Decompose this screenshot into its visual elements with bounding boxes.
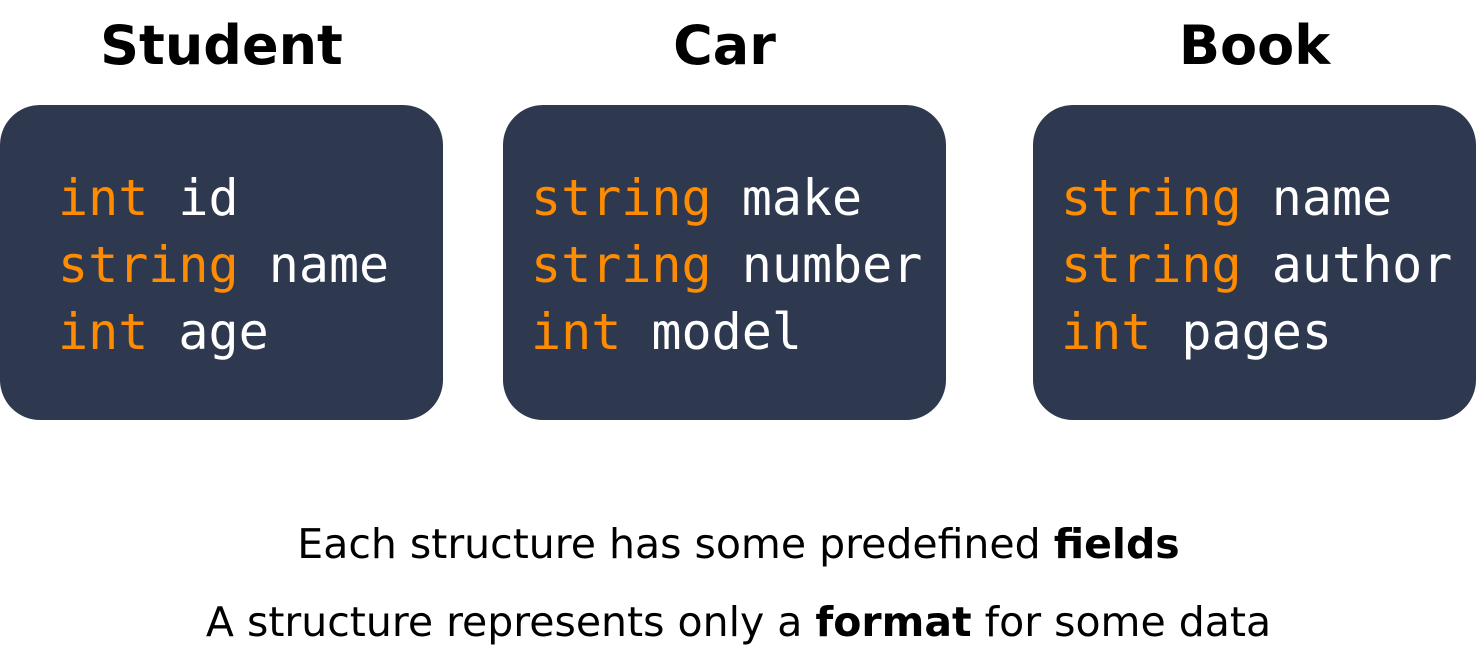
field-type: int bbox=[531, 303, 622, 361]
field-line: string name bbox=[58, 232, 443, 299]
field-line: string make bbox=[531, 165, 946, 232]
field-name: make bbox=[741, 169, 863, 227]
field-name: name bbox=[268, 236, 390, 294]
caption-after: for some data bbox=[971, 598, 1272, 646]
field-type: int bbox=[58, 303, 149, 361]
field-line: int pages bbox=[1061, 299, 1476, 366]
field-type: int bbox=[1061, 303, 1152, 361]
field-name: number bbox=[741, 236, 923, 294]
field-name: author bbox=[1271, 236, 1453, 294]
caption-text: A structure represents only a bbox=[205, 598, 816, 646]
caption-format: A structure represents only a format for… bbox=[0, 598, 1477, 646]
structure-title-student: Student bbox=[100, 14, 343, 77]
field-type: string bbox=[531, 236, 712, 294]
field-type: string bbox=[58, 236, 239, 294]
field-name: pages bbox=[1181, 303, 1332, 361]
caption-text: Each structure has some predefined bbox=[297, 520, 1054, 568]
field-line: int age bbox=[58, 299, 443, 366]
caption-fields: Each structure has some predefined field… bbox=[0, 520, 1477, 568]
caption-bold: fields bbox=[1053, 520, 1180, 568]
field-name: age bbox=[178, 303, 269, 361]
structure-title-book: Book bbox=[1178, 14, 1331, 77]
field-type: string bbox=[1061, 236, 1242, 294]
field-line: int id bbox=[58, 165, 443, 232]
structure-title-car: Car bbox=[673, 14, 776, 77]
field-name: id bbox=[178, 169, 239, 227]
field-line: int model bbox=[531, 299, 946, 366]
field-name: name bbox=[1271, 169, 1393, 227]
field-type: string bbox=[1061, 169, 1242, 227]
field-name: model bbox=[651, 303, 802, 361]
field-type: string bbox=[531, 169, 712, 227]
field-line: string name bbox=[1061, 165, 1476, 232]
caption-bold: format bbox=[815, 598, 972, 646]
field-type: int bbox=[58, 169, 149, 227]
field-line: string author bbox=[1061, 232, 1476, 299]
field-line: string number bbox=[531, 232, 946, 299]
